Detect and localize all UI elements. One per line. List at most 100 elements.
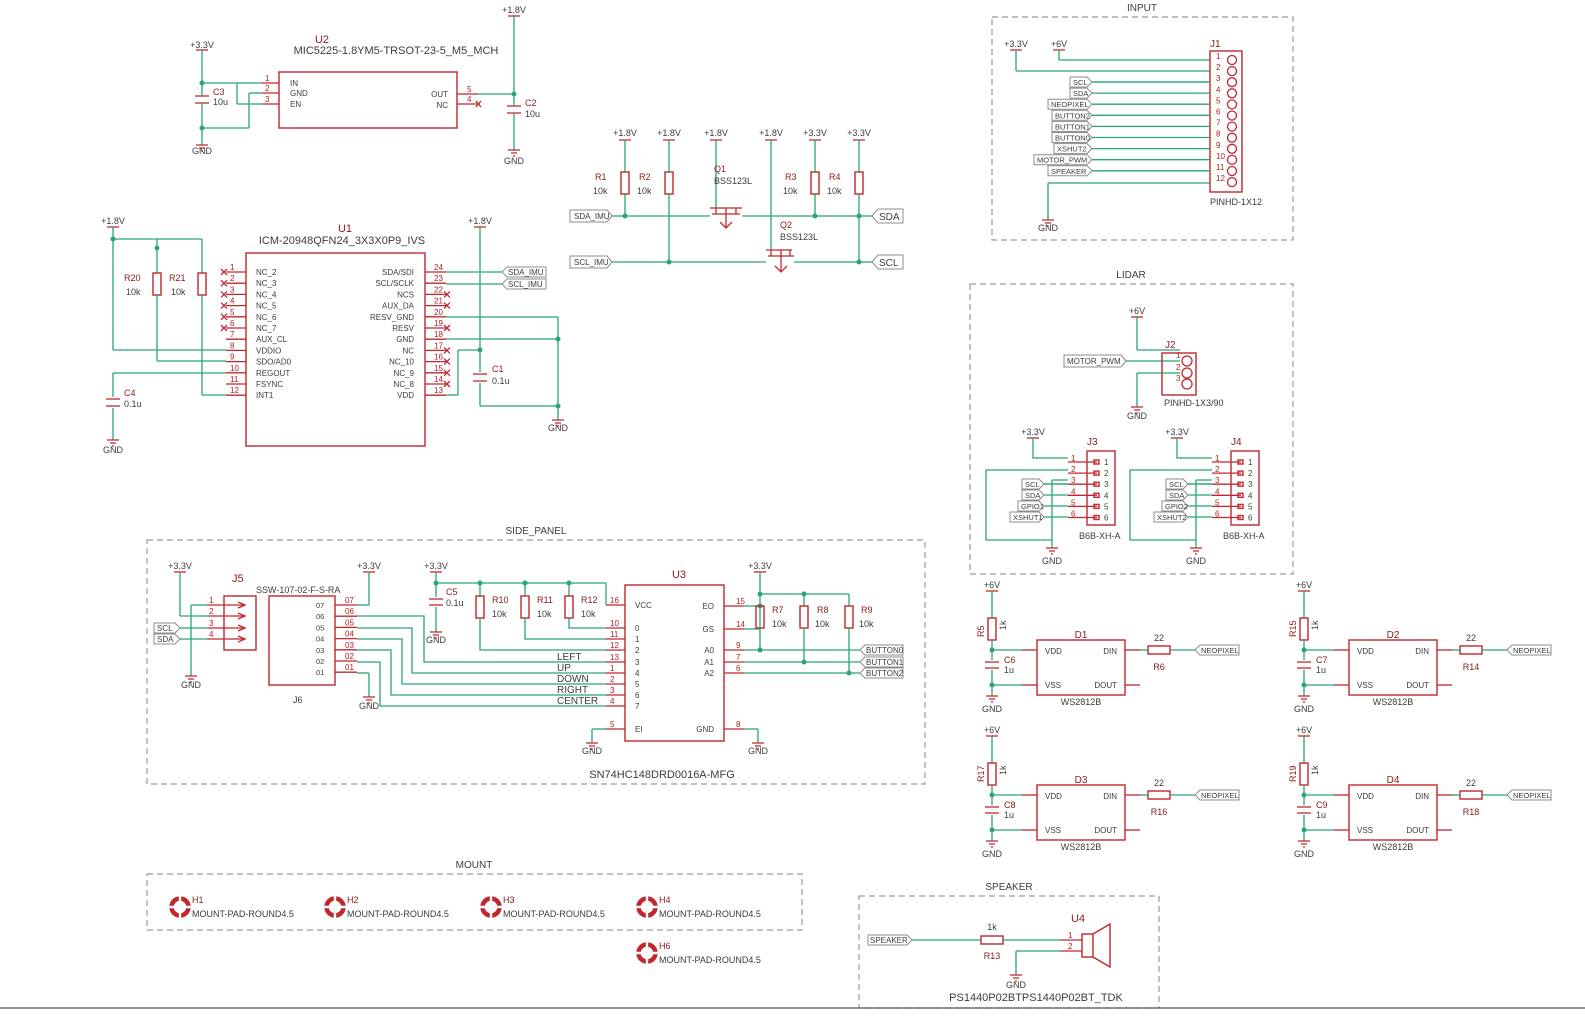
u1-left-pin-name: NC_7 bbox=[256, 324, 277, 333]
j3-pin-num-right: 5 bbox=[1104, 502, 1109, 511]
j1-net-label-1-flag bbox=[1069, 87, 1093, 99]
u1-left-pins: 1NC_22NC_33NC_44NC_55NC_66NC_77AUX_CL8VD… bbox=[220, 263, 292, 400]
j6-pin-num: 03 bbox=[345, 641, 354, 650]
ls-scl-label: SCL bbox=[879, 258, 899, 269]
j6-pin-name: 06 bbox=[316, 612, 324, 621]
j1-pin-num: 2 bbox=[1216, 63, 1221, 72]
j3-label-1-flag bbox=[1021, 489, 1045, 501]
j5-ref: J5 bbox=[232, 573, 244, 585]
j4-pin-num-left: 2 bbox=[1215, 465, 1220, 474]
frame-lidar: LIDAR bbox=[969, 270, 1294, 575]
j3-label-1: SDA bbox=[1025, 491, 1040, 500]
j2-gnd-label: GND bbox=[1127, 411, 1148, 421]
r3-rail: +3.3V bbox=[803, 128, 827, 138]
j2-ref: J2 bbox=[1165, 340, 1176, 351]
led-1-neopixel-label: NEOPIXEL bbox=[1513, 646, 1551, 655]
u2-pin-num-3: 3 bbox=[265, 95, 270, 104]
frame-mount-title: MOUNT bbox=[456, 860, 493, 871]
r2-ref: R2 bbox=[639, 172, 651, 182]
j4-pin-num-right: 4 bbox=[1248, 491, 1253, 500]
led-1-neopixel-label-flag bbox=[1506, 644, 1552, 656]
u3-right-pin-num: 9 bbox=[736, 641, 741, 650]
u3-right-pin-name: GND bbox=[696, 725, 714, 734]
j5-pin-4: 4 bbox=[209, 630, 214, 639]
j2-rail-6v: +6V bbox=[1129, 306, 1145, 316]
led-2-cap-val: 1u bbox=[1004, 810, 1014, 820]
u3-left-pin-name: EI bbox=[635, 725, 643, 734]
side-panel-circuit: +3.3V SCL SDA GND 1 2 3 4 J5 SSW-107-02-… bbox=[153, 561, 904, 781]
q2-rail: +1.8V bbox=[759, 128, 783, 138]
u1-sda-imu-label: SDA_IMU bbox=[508, 268, 544, 277]
u2-pin-nc: NC bbox=[436, 101, 448, 110]
led-3-cap-ref: C9 bbox=[1316, 800, 1328, 810]
q2-ref: Q2 bbox=[780, 220, 792, 230]
mount-ref-1: H2 bbox=[347, 895, 359, 905]
u1-left-pin-name: AUX_CL bbox=[256, 335, 288, 344]
u1-right-pin-name: NC bbox=[402, 346, 414, 355]
j4-pin-pad bbox=[1237, 459, 1244, 465]
r1-rail: +1.8V bbox=[613, 128, 637, 138]
u3-right-pin-num: 7 bbox=[736, 653, 741, 662]
u3-left-pin-name: 3 bbox=[635, 658, 640, 667]
led-0-rin-val: 22 bbox=[1154, 633, 1164, 643]
u3-left-pin-num: 3 bbox=[610, 686, 615, 695]
q2-part: BSS123L bbox=[780, 232, 818, 242]
led-0-cap-ref: C6 bbox=[1004, 655, 1016, 665]
u1-right-pins: 24SDA/SDI23SCL/SCLK22NCS21AUX_DA20RESV_G… bbox=[370, 263, 451, 400]
led-3-gnd-symbol bbox=[1298, 840, 1310, 848]
r7-ref: R7 bbox=[772, 605, 784, 615]
level-shifter: +1.8V +1.8V +1.8V +1.8V +3.3V +3.3V R1 1… bbox=[569, 128, 904, 273]
j1-net-label-5-flag bbox=[1051, 132, 1093, 143]
c2-ref: C2 bbox=[525, 98, 537, 108]
j1-ref: J1 bbox=[1210, 39, 1221, 50]
u1-left-pin-num: 12 bbox=[230, 386, 239, 395]
j4-pin-pad bbox=[1237, 470, 1244, 476]
led-2-cap-ref: C8 bbox=[1004, 800, 1016, 810]
j2-motor-pwm-label: MOTOR_PWM bbox=[1067, 357, 1121, 366]
j1-net-label-8-flag bbox=[1047, 165, 1093, 177]
j3-pin-num-left: 6 bbox=[1071, 510, 1076, 519]
led-0-rup-ref: R5 bbox=[976, 625, 986, 637]
j3-pin-pad bbox=[1093, 492, 1100, 498]
u1-nc-mark bbox=[220, 279, 228, 287]
u1-left-pin-num: 1 bbox=[230, 263, 235, 272]
u3-left-pin-name: 1 bbox=[635, 635, 640, 644]
j4-pin-pad bbox=[1237, 514, 1244, 521]
led-1-part: WS2812B bbox=[1373, 697, 1414, 707]
u1-left-pin-num: 9 bbox=[230, 353, 235, 362]
j1-pin-circle bbox=[1226, 77, 1238, 88]
j4-pin-num-left: 1 bbox=[1215, 454, 1220, 463]
r4-rail: +3.3V bbox=[847, 128, 871, 138]
j4-gnd-wire bbox=[1195, 479, 1212, 548]
j1-net-label-7: MOTOR_PWM bbox=[1037, 156, 1087, 165]
u3-left-pin-num: 4 bbox=[610, 697, 615, 706]
u1-left-pin-name: SDO/AD0 bbox=[256, 358, 292, 367]
button0-label: BUTTON0 bbox=[866, 646, 904, 655]
u1-nc-mark bbox=[220, 313, 228, 321]
u3-right-pin-name: EO bbox=[702, 602, 714, 611]
j1-net-label-3-flag bbox=[1051, 109, 1093, 121]
j4-label-2: GPIO2 bbox=[1165, 502, 1188, 511]
led-1-dot2 bbox=[1301, 682, 1307, 688]
j3-body bbox=[1086, 450, 1116, 526]
j1-pin-num: 1 bbox=[1216, 52, 1221, 61]
u1-right-pin-num: 24 bbox=[434, 263, 443, 272]
u1-rail-1v8-left: +1.8V bbox=[101, 216, 125, 226]
j4-ref: J4 bbox=[1231, 437, 1242, 448]
mount-hole-cross-3 bbox=[636, 896, 658, 918]
led-0-ref: D1 bbox=[1075, 630, 1088, 641]
u1-right-pin-name: RESV bbox=[392, 324, 414, 333]
u4-pin-1: 1 bbox=[1068, 931, 1073, 940]
u3-part: SN74HC148DRD0016A-MFG bbox=[589, 769, 735, 781]
u3-left-pin-num: 16 bbox=[610, 596, 619, 605]
u2-pin-num-1: 1 bbox=[265, 74, 270, 83]
led-0-dot2 bbox=[989, 682, 995, 688]
c3-ref: C3 bbox=[213, 87, 225, 97]
led-2-part: WS2812B bbox=[1061, 842, 1102, 852]
j1-pin-circle bbox=[1226, 132, 1238, 143]
u2-pin-in: IN bbox=[290, 79, 298, 88]
u2-regulator: +3.3V C3 10u GND 1 2 3 IN GND EN OUT NC … bbox=[190, 5, 540, 166]
